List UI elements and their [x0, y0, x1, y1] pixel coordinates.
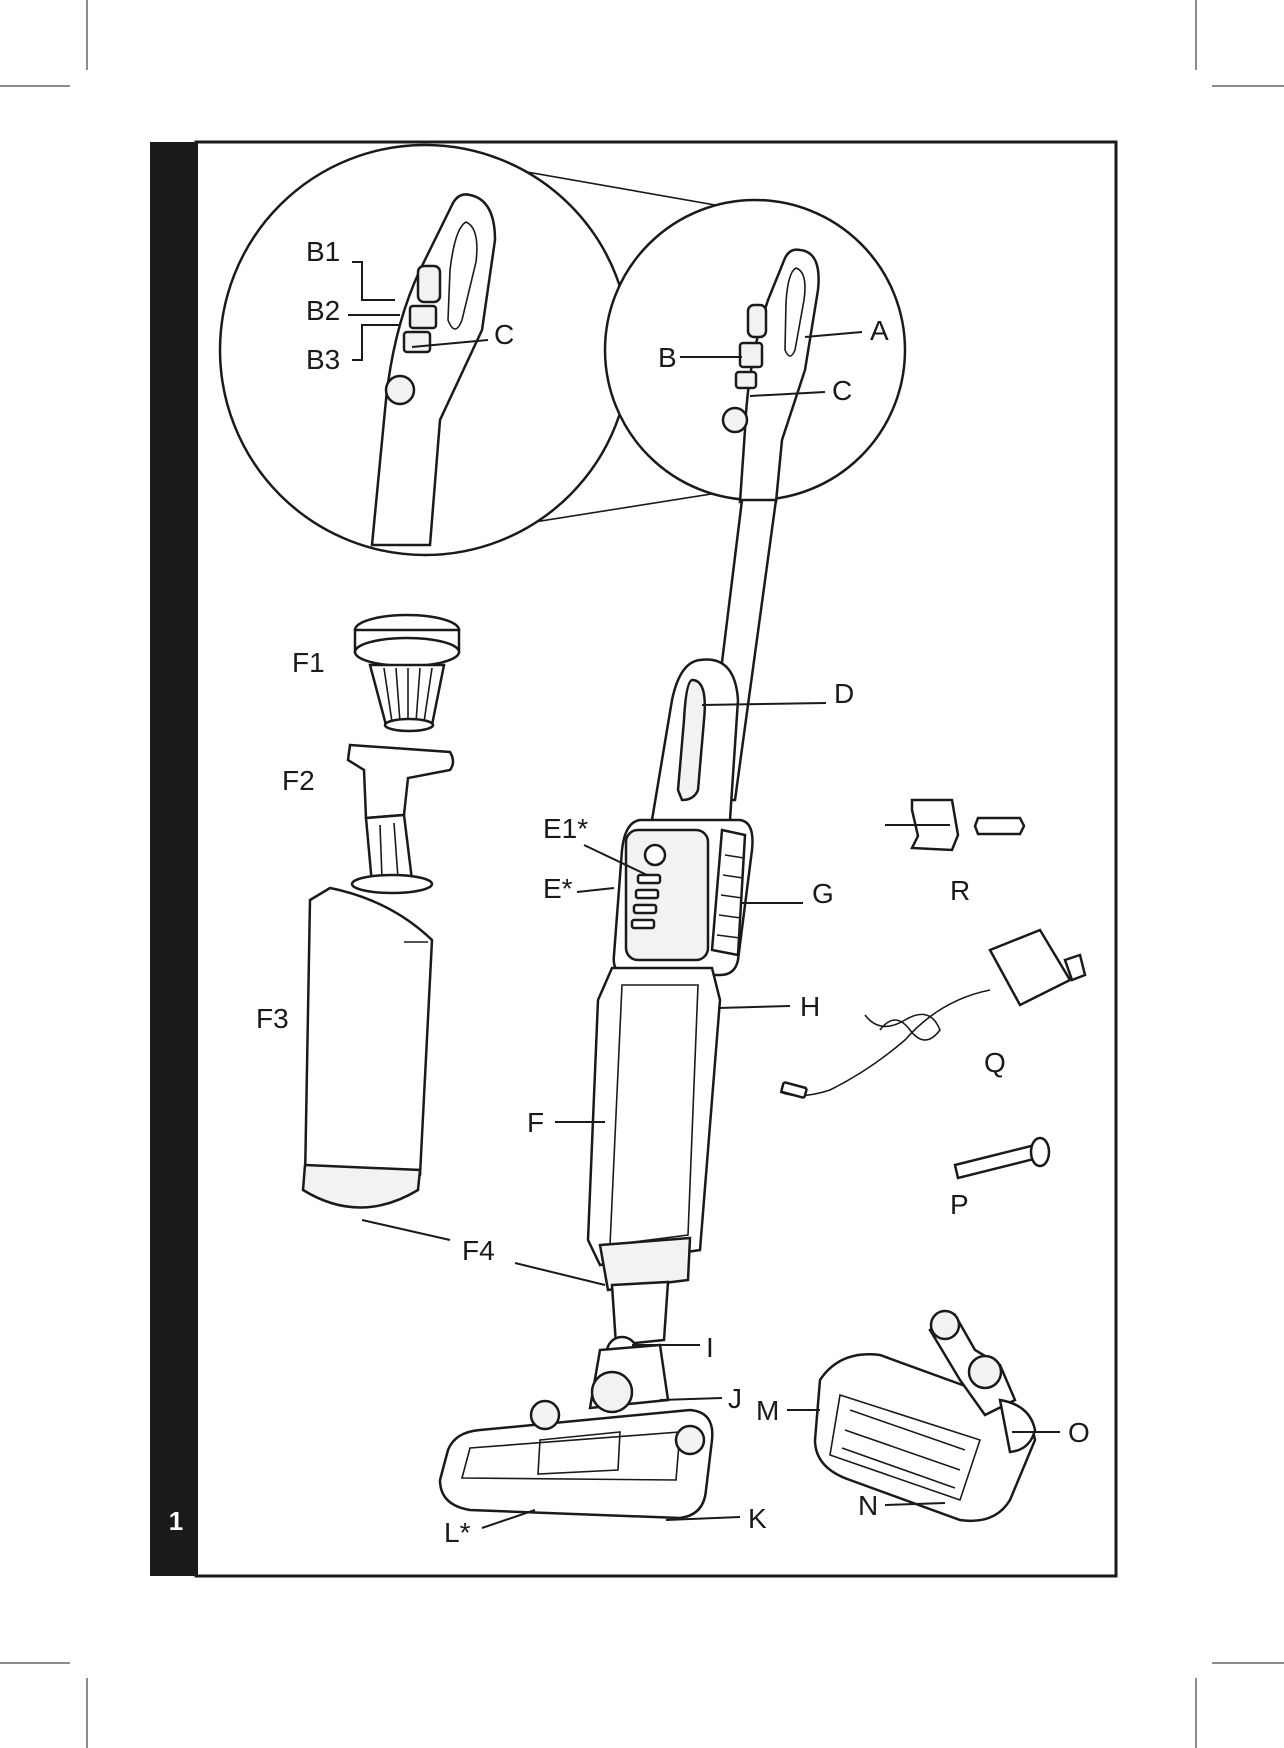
label-b3: B3	[306, 344, 340, 375]
label-i: I	[706, 1332, 714, 1363]
label-b2: B2	[306, 295, 340, 326]
label-f2: F2	[282, 765, 315, 796]
page-number: 1	[169, 1506, 183, 1536]
label-l: L*	[444, 1517, 471, 1548]
label-m: M	[756, 1395, 779, 1426]
label-d: D	[834, 678, 854, 709]
label-e: E*	[543, 873, 573, 904]
label-f: F	[527, 1107, 544, 1138]
label-g: G	[812, 878, 834, 909]
label-c: C	[832, 375, 852, 406]
label-f4: F4	[462, 1235, 495, 1266]
label-e1: E1*	[543, 813, 588, 844]
label-q: Q	[984, 1047, 1006, 1078]
label-h: H	[800, 991, 820, 1022]
label-f3: F3	[256, 1003, 289, 1034]
label-p: P	[950, 1189, 969, 1220]
label-c-zoom: C	[494, 319, 514, 350]
label-o: O	[1068, 1417, 1090, 1448]
label-k: K	[748, 1503, 767, 1534]
label-a: A	[870, 315, 889, 346]
label-f1: F1	[292, 647, 325, 678]
label-b: B	[658, 342, 677, 373]
label-j: J	[728, 1383, 742, 1414]
label-n: N	[858, 1490, 878, 1521]
label-b1: B1	[306, 236, 340, 267]
label-r: R	[950, 875, 970, 906]
